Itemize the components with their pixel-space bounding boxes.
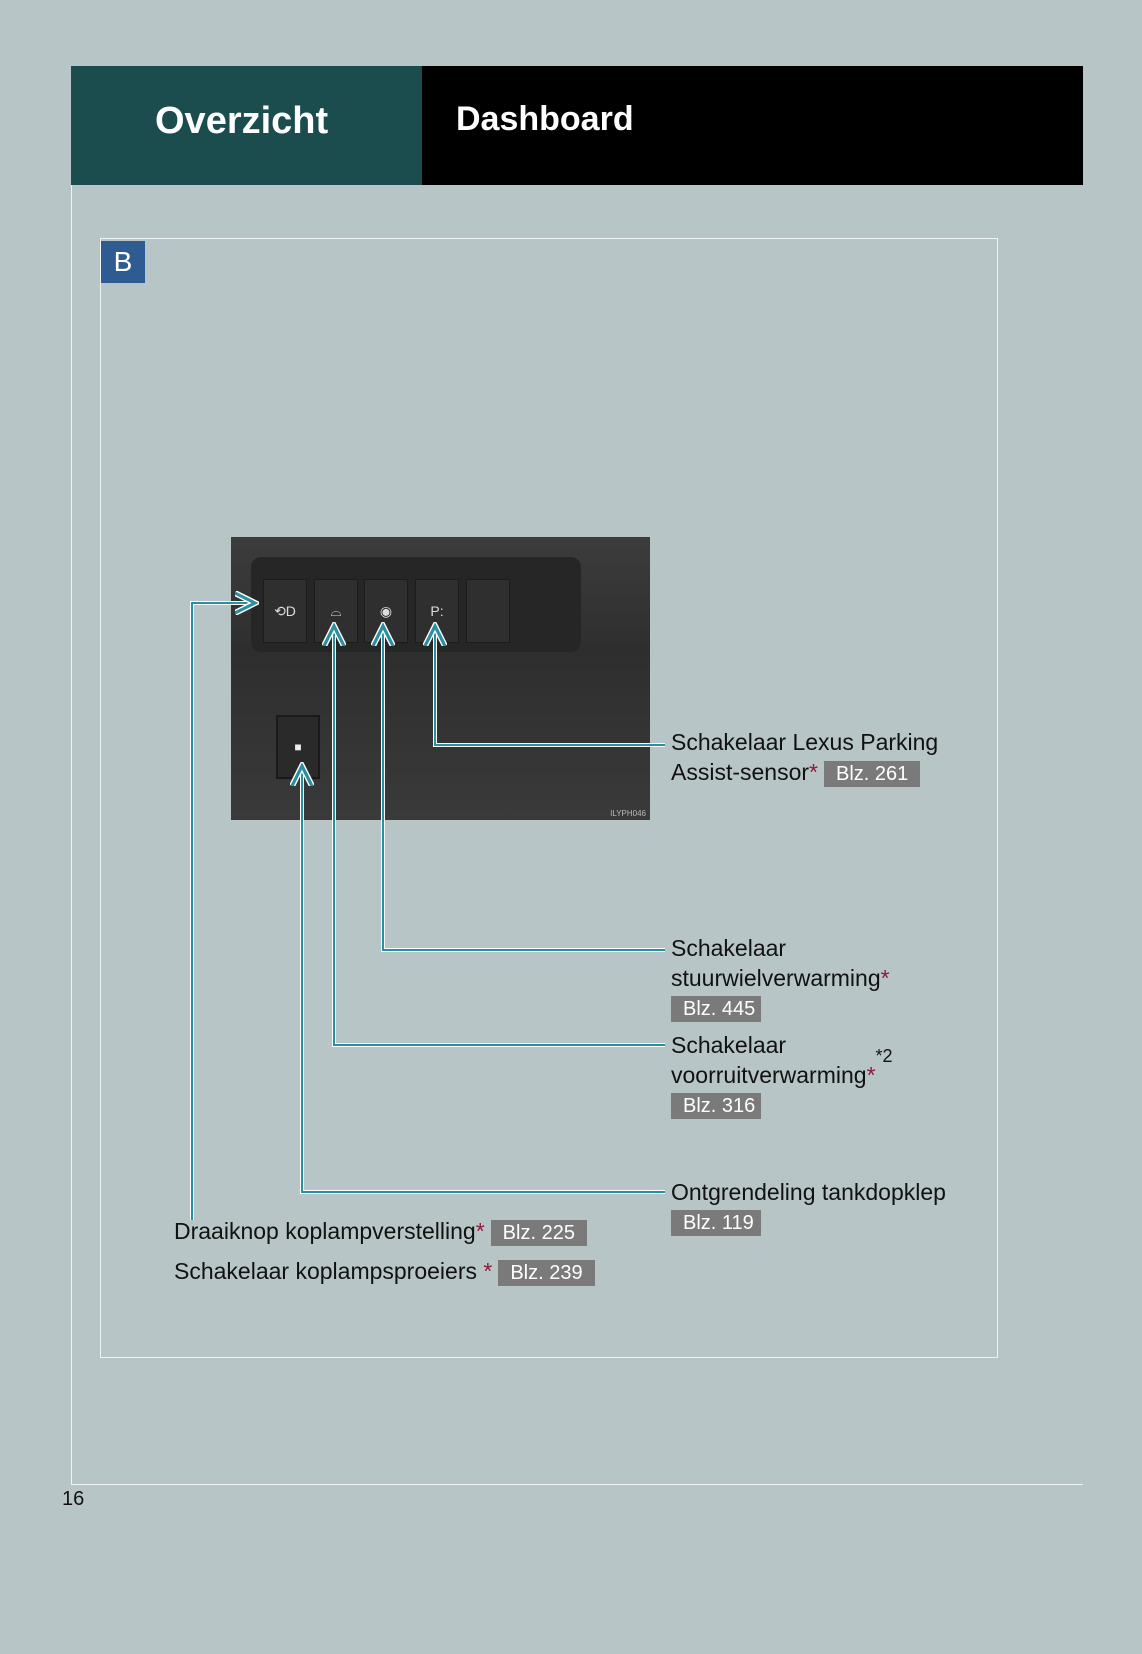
label-text: Assist-sensor [671, 759, 810, 785]
label-fuel-door: Ontgrendeling tankdopklep Blz. 119 [671, 1177, 946, 1236]
asterisk: * [483, 1258, 493, 1284]
page-ref[interactable]: Blz. 225 [490, 1219, 587, 1246]
label-headlamp-washer: Schakelaar koplampsproeiers *Blz. 239 [174, 1256, 595, 1286]
figure-badge: B [101, 241, 145, 283]
page-ref[interactable]: Blz. 261 [824, 760, 921, 787]
callout-windshield [334, 626, 665, 1046]
label-text: Schakelaar [671, 1032, 787, 1058]
page-ref[interactable]: Blz. 316 [671, 1093, 761, 1119]
image-code: ILYPH046 [610, 809, 646, 818]
page-number: 16 [62, 1488, 85, 1510]
headlamp-leveling-icon: ⟲D [263, 579, 307, 643]
page-title: Dashboard [456, 100, 634, 138]
footnote-mark: *2 [875, 1046, 893, 1066]
label-text: stuurwielverwarming [671, 965, 881, 991]
section-title: Overzicht [155, 100, 329, 142]
dashboard-photo: ⟲D ⌓ ◉ P: ■ ILYPH046 [231, 537, 650, 820]
asterisk: * [809, 759, 818, 785]
callout-steering [383, 626, 665, 951]
callout-headlamp [191, 603, 255, 1220]
page-ref[interactable]: Blz. 445 [671, 996, 761, 1022]
callout-parking [435, 626, 665, 746]
label-parking-sensor: Schakelaar Lexus Parking Assist-sensor*B… [671, 727, 938, 787]
figure-frame [100, 238, 998, 1358]
blank-switch [466, 579, 510, 643]
asterisk: * [880, 965, 890, 991]
asterisk: * [866, 1062, 876, 1088]
callout-fuel [302, 766, 665, 1193]
label-text: voorruitverwarming [671, 1062, 867, 1088]
header-bar: Dashboard [422, 66, 1083, 185]
page-ref[interactable]: Blz. 119 [671, 1210, 761, 1236]
label-text: Schakelaar koplampsproeiers [174, 1258, 484, 1284]
label-text: Schakelaar Lexus Parking [671, 729, 939, 755]
label-headlamp-leveling: Draaiknop koplampverstelling*Blz. 225 [174, 1216, 587, 1246]
asterisk: * [475, 1218, 485, 1244]
label-text: Draaiknop koplampverstelling [174, 1218, 476, 1244]
label-text: Schakelaar [671, 935, 787, 961]
section-tab: Overzicht [71, 66, 422, 185]
page-ref[interactable]: Blz. 239 [498, 1259, 595, 1286]
label-steering-heater: Schakelaar stuurwielverwarming* Blz. 445 [671, 933, 890, 1022]
label-text: Ontgrendeling tankdopklep [671, 1179, 946, 1205]
footer-line [71, 1484, 1083, 1485]
margin-line [71, 185, 72, 1485]
label-windshield-heater: Schakelaar voorruitverwarming**2 Blz. 31… [671, 1030, 893, 1119]
